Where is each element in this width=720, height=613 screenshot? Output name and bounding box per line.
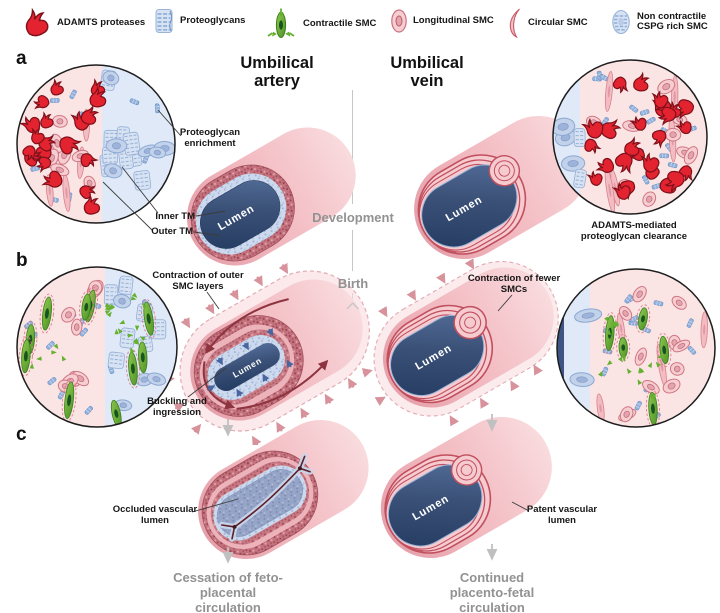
vein-column-title: Umbilical vein bbox=[390, 54, 464, 91]
legend-label: Non contractile CSPG rich SMC bbox=[637, 10, 708, 32]
legend-item-proteoglycans: Proteoglycans bbox=[153, 8, 245, 34]
longitudinal-smc-icon bbox=[391, 9, 407, 33]
panel-letter-a: a bbox=[16, 48, 27, 69]
legend-label: Circular SMC bbox=[528, 16, 588, 28]
timeline-development-label: Development bbox=[312, 210, 394, 225]
outer-tm-label: Outer TM bbox=[151, 226, 193, 237]
legend-item-contractile: Contractile SMC bbox=[264, 8, 376, 40]
legend-label: Contractile SMC bbox=[303, 17, 377, 29]
panel-letter-b: b bbox=[16, 250, 28, 271]
inset-artery-birth-histology bbox=[16, 266, 178, 428]
continued-caption: Continued placento-fetal circulation bbox=[449, 570, 535, 613]
inset-artery-development-histology bbox=[16, 64, 176, 224]
vein-vessel-birth: Lumen bbox=[361, 258, 559, 427]
legend-label: ADAMTS proteases bbox=[57, 16, 146, 28]
panel-letter-c: c bbox=[16, 424, 27, 445]
adamts-icon bbox=[25, 8, 49, 37]
timeline-segment bbox=[352, 90, 353, 204]
contraction-outer-label: Contraction of outer SMC layers bbox=[152, 270, 244, 293]
vein-vessel-development: Lumen bbox=[414, 116, 589, 259]
artery-lumen-narrow bbox=[214, 343, 280, 391]
collapsed-lumen-slit bbox=[221, 455, 311, 540]
lumen-notch bbox=[488, 155, 521, 187]
legend-item-adamts: ADAMTS proteases bbox=[22, 8, 145, 38]
external-compression-arrows bbox=[361, 258, 543, 427]
occluded-lumen-label: Occluded vascular lumen bbox=[112, 504, 198, 527]
proteoglycan-icon bbox=[155, 9, 173, 33]
timeline-birth-label: Birth bbox=[337, 276, 369, 291]
artery-vessel-occluded bbox=[198, 420, 369, 559]
lumen-notch bbox=[453, 305, 487, 340]
circular-smc-icon bbox=[509, 8, 520, 38]
artery-column-title: Umbilical artery bbox=[240, 54, 314, 91]
contraction-fewer-label: Contraction of fewer SMCs bbox=[467, 273, 561, 296]
contractile-smc-icon bbox=[267, 8, 295, 38]
inset-vein-birth-histology bbox=[556, 268, 716, 428]
legend-label: Proteoglycans bbox=[180, 14, 246, 26]
legend-label: Longitudinal SMC bbox=[413, 14, 494, 26]
legend-item-longitudinal: Longitudinal SMC bbox=[390, 8, 494, 34]
adamts-clearance-label: ADAMTS-mediated proteoglycan clearance bbox=[580, 220, 688, 243]
cessation-caption: Cessation of feto-placental circulation bbox=[173, 570, 283, 613]
noncontractile-smc-icon bbox=[612, 9, 630, 35]
timeline-segment bbox=[352, 230, 353, 271]
proteoglycan-enrichment-label: Proteoglycan enrichment bbox=[179, 127, 241, 150]
inset-vein-development-histology bbox=[552, 59, 708, 215]
vein-vessel-patent: Lumen bbox=[380, 417, 552, 558]
lumen-notch bbox=[450, 454, 483, 486]
inner-tm-label: Inner TM bbox=[155, 211, 195, 222]
external-compression-arrows bbox=[164, 262, 358, 445]
patent-lumen-label: Patent vascular lumen bbox=[526, 504, 598, 527]
legend-item-noncontractile: Non contractile CSPG rich SMC bbox=[610, 8, 710, 36]
legend-item-circular: Circular SMC bbox=[506, 8, 588, 38]
buckling-ingression-label: Buckling and ingression bbox=[147, 396, 207, 419]
